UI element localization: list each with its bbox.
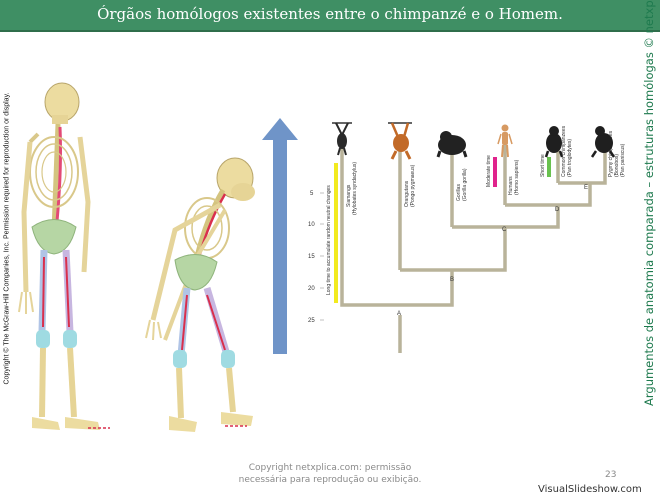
species-latin: (Pongo pygmaeus) [410,164,416,207]
species-latin: (Hylobates syndactylus) [352,162,358,215]
footer-line-2: necessária para reprodução ou exibição. [215,474,445,486]
slide-title: Órgãos homólogos existentes entre o chim… [0,5,660,23]
chimpanzee-icon [546,126,562,157]
skeleton-human-icon [10,82,125,442]
axis-tick: 20 [308,286,315,292]
node-c: C [502,227,507,233]
axis-tick: 15 [308,254,315,260]
short-time-label: Short time [540,154,546,177]
time-arrow-icon [262,118,298,354]
brand-watermark[interactable]: VisualSlideshow.com [538,484,642,495]
axis-ticks: 5 10 15 20 25 [308,191,315,324]
bonobo-icon [592,126,614,157]
species-latin-2: (Pan paniscus) [620,143,626,177]
species-latin: (Homo sapiens) [514,159,520,195]
node-a: A [397,311,401,317]
long-time-label: Long time to accumulate random neutral c… [326,185,332,295]
node-e: E [584,185,588,191]
footer-copyright: Copyright netxplica.com: permissão neces… [215,462,445,486]
phylogenetic-tree: 5 10 15 20 25 Long time to accumulate ra… [300,115,635,360]
gorilla-icon [438,131,466,157]
node-b: B [450,277,454,283]
footer-line-1: Copyright netxplica.com: permissão [215,462,445,474]
page-number: 23 [605,470,616,480]
skeleton-chimp-icon [135,150,265,440]
species-latin: (Pan troglodytes) [567,139,573,177]
axis-tick: 5 [310,191,314,197]
species-latin: (Gorilla gorilla) [462,168,468,201]
axis-tick: 25 [308,318,315,324]
short-time-bar [547,157,551,177]
node-d: D [555,207,560,213]
right-caption: Argumentos de anatomia comparada – estru… [642,126,656,406]
moderate-time-bar [493,157,497,187]
moderate-time-label: Moderate time [486,155,492,187]
title-bar: Órgãos homólogos existentes entre o chim… [0,0,660,32]
axis-tick: 10 [308,222,315,228]
long-time-bar [334,163,338,303]
